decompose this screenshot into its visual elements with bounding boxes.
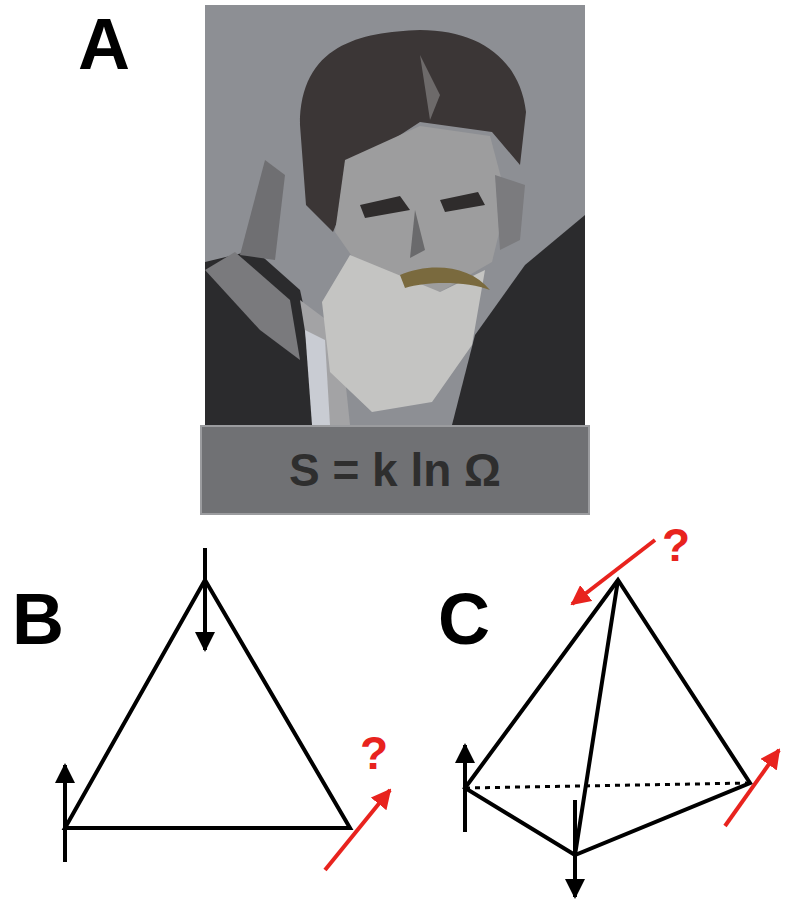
panel-letter: C	[438, 583, 490, 655]
panel-letter: A	[78, 8, 130, 80]
unknown-spin-mark: ?	[360, 730, 388, 776]
panel-letter: B	[12, 583, 64, 655]
equation-text: S = k ln Ω	[289, 443, 501, 497]
portrait	[205, 5, 585, 425]
tetrahedron-lattice	[465, 540, 779, 897]
unknown-spin-mark: ?	[662, 522, 690, 568]
equation-box: S = k ln Ω	[200, 425, 590, 515]
triangle-lattice	[65, 548, 390, 870]
